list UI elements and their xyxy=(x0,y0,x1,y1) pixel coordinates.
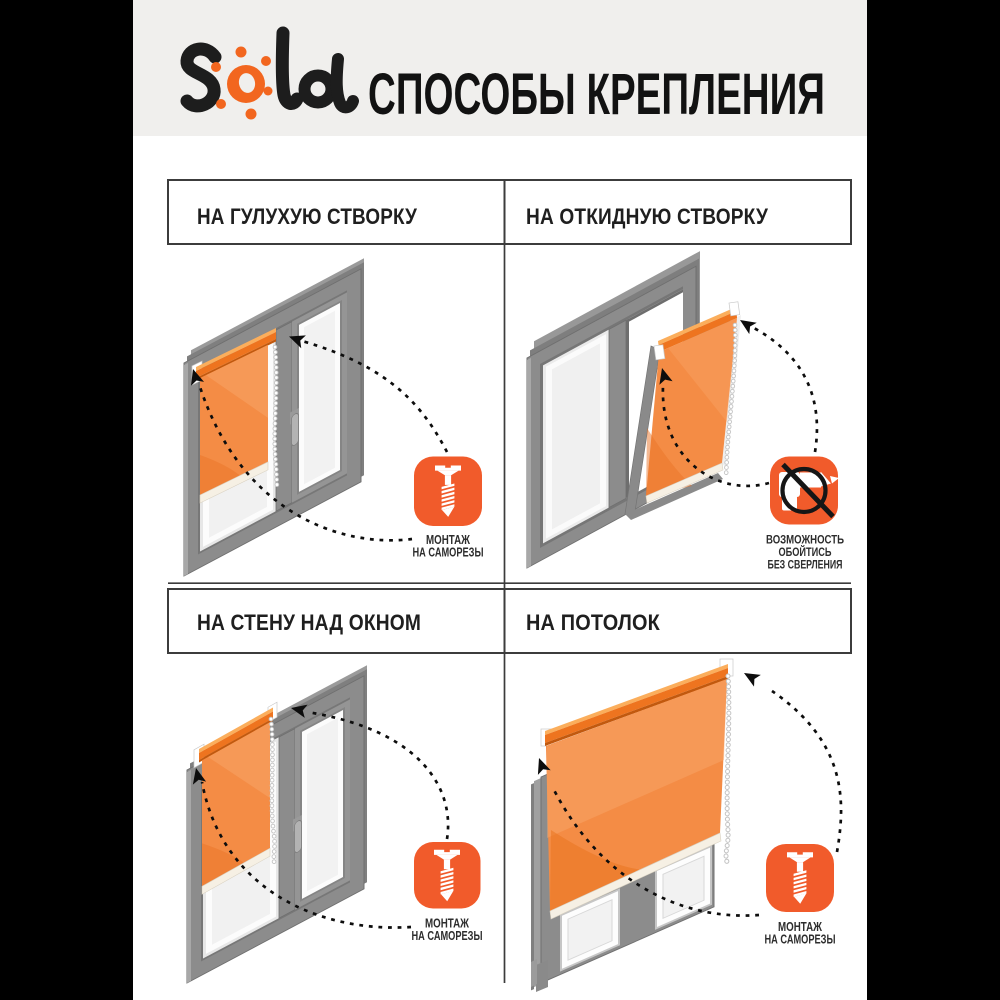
svg-text:НА СТЕНУ НАД ОКНОМ: НА СТЕНУ НАД ОКНОМ xyxy=(197,610,421,635)
svg-text:МОНТАЖ: МОНТАЖ xyxy=(426,532,470,547)
svg-text:НА САМОРЕЗЫ: НА САМОРЕЗЫ xyxy=(413,545,484,560)
svg-text:ОБОЙТИСЬ: ОБОЙТИСЬ xyxy=(779,544,832,559)
svg-text:МОНТАЖ: МОНТАЖ xyxy=(778,919,822,934)
svg-text:НА САМОРЕЗЫ: НА САМОРЕЗЫ xyxy=(765,932,836,947)
svg-text:НА ОТКИДНУЮ СТВОРКУ: НА ОТКИДНУЮ СТВОРКУ xyxy=(526,204,769,229)
svg-text:БЕЗ СВЕРЛЕНИЯ: БЕЗ СВЕРЛЕНИЯ xyxy=(768,558,843,572)
svg-text:НА САМОРЕЗЫ: НА САМОРЕЗЫ xyxy=(412,928,483,943)
svg-text:НА ГУЛУХУЮ СТВОРКУ: НА ГУЛУХУЮ СТВОРКУ xyxy=(197,204,418,229)
svg-text:СПОСОБЫ КРЕПЛЕНИЯ: СПОСОБЫ КРЕПЛЕНИЯ xyxy=(368,62,825,127)
svg-text:ВОЗМОЖНОСТЬ: ВОЗМОЖНОСТЬ xyxy=(766,533,844,547)
svg-text:НА ПОТОЛОК: НА ПОТОЛОК xyxy=(526,610,660,635)
svg-text:МОНТАЖ: МОНТАЖ xyxy=(425,916,469,931)
